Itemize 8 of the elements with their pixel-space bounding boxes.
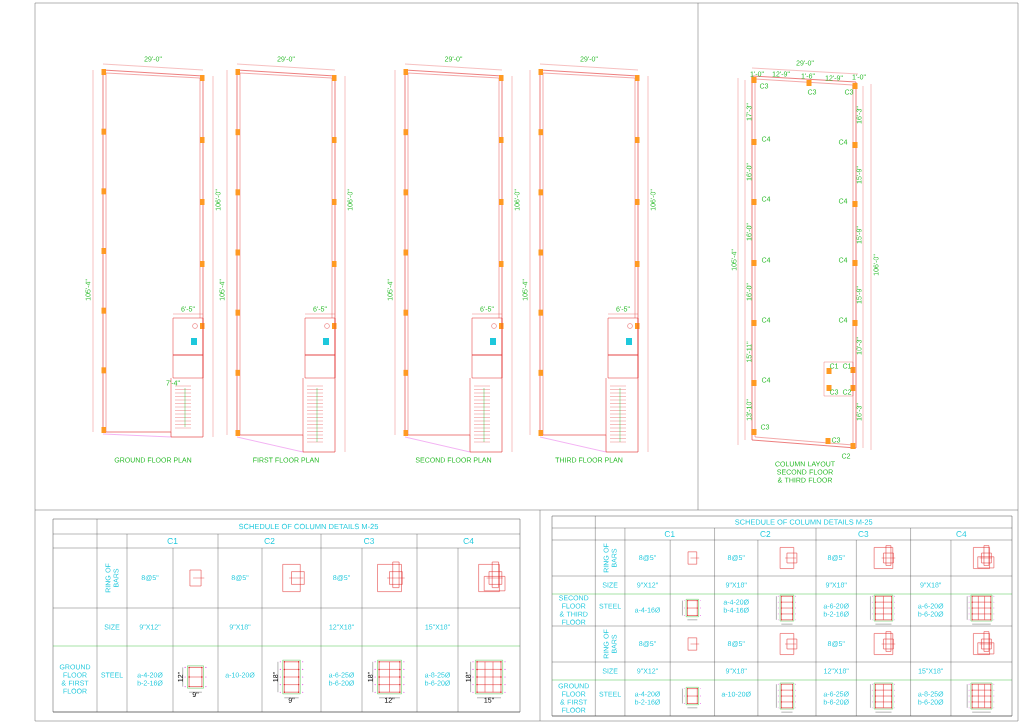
column-heading: C2: [264, 538, 275, 544]
column-heading: C1: [664, 531, 675, 537]
column-heading: C3: [858, 531, 869, 537]
column-heading: C1: [167, 538, 178, 544]
column-heading: C4: [463, 538, 474, 544]
column-heading: C3: [364, 538, 375, 544]
column-heading: C4: [956, 531, 967, 537]
column-heading: C2: [760, 531, 771, 537]
